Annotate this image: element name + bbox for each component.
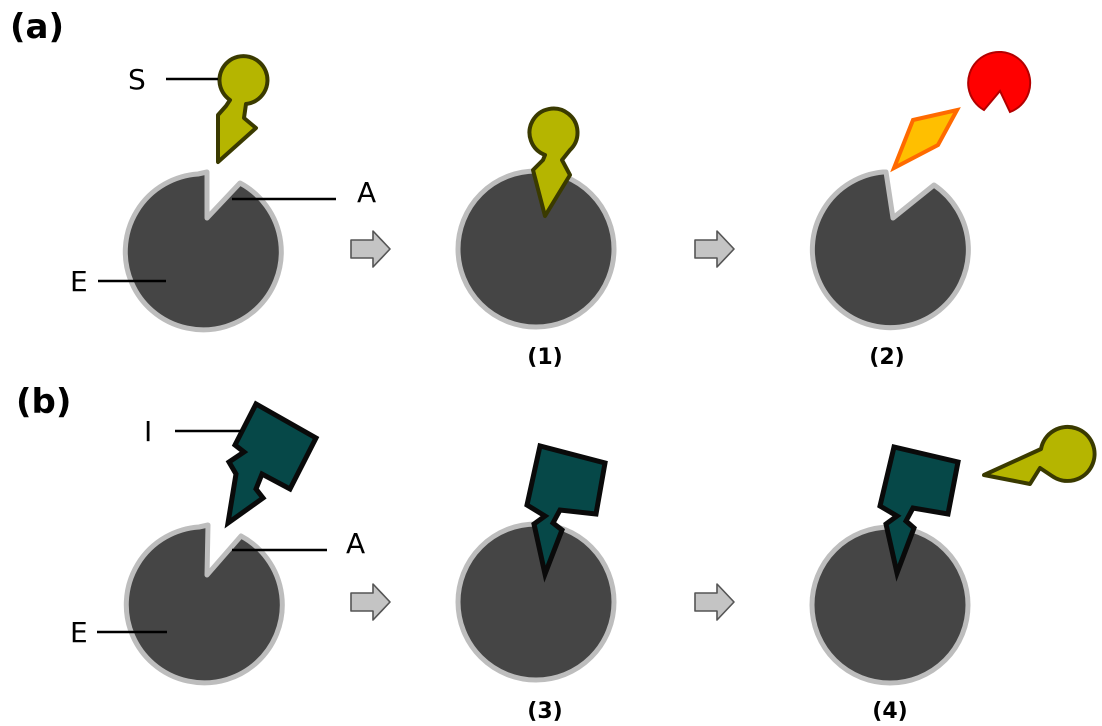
arrow-b-2 [694,583,735,621]
label-s: S [128,63,146,96]
step-label-2: (2) [869,345,904,370]
step-label-1: (1) [527,345,562,370]
arrow-a-2 [694,230,735,268]
enzyme-body [455,168,617,330]
enzyme-a [122,169,284,333]
inhibitor-shape [524,442,608,583]
substrate-a [216,54,270,164]
panel-a-label: (a) [10,7,64,47]
inhibitor-shape [877,443,961,582]
label-e-bottom: E [70,616,88,649]
enzyme-body [122,169,284,333]
substrate-shape [216,54,270,164]
enzyme-a-after [809,169,971,331]
substrate-excluded [982,424,1097,486]
arrow-b-1 [350,583,391,621]
inhibitor-b [224,400,320,529]
enzyme-body [123,522,285,686]
enzyme-body [809,169,971,331]
complex-4 [809,443,971,686]
complex-3 [455,442,617,683]
label-a-bottom: A [346,527,365,560]
panel-b-label: (b) [16,382,71,422]
step-label-3: (3) [527,699,562,724]
complex-1 [455,106,617,330]
label-a-top: A [357,176,376,209]
label-e-top: E [70,265,88,298]
inhibitor-shape [224,400,320,529]
enzyme-body [455,521,617,683]
step-label-4: (4) [872,699,907,724]
product-pacman [967,50,1032,114]
label-i: I [144,415,152,448]
substrate-shape [527,106,580,218]
enzyme-b [123,522,285,686]
product-diamond [890,107,961,173]
arrow-a-1 [350,230,391,268]
